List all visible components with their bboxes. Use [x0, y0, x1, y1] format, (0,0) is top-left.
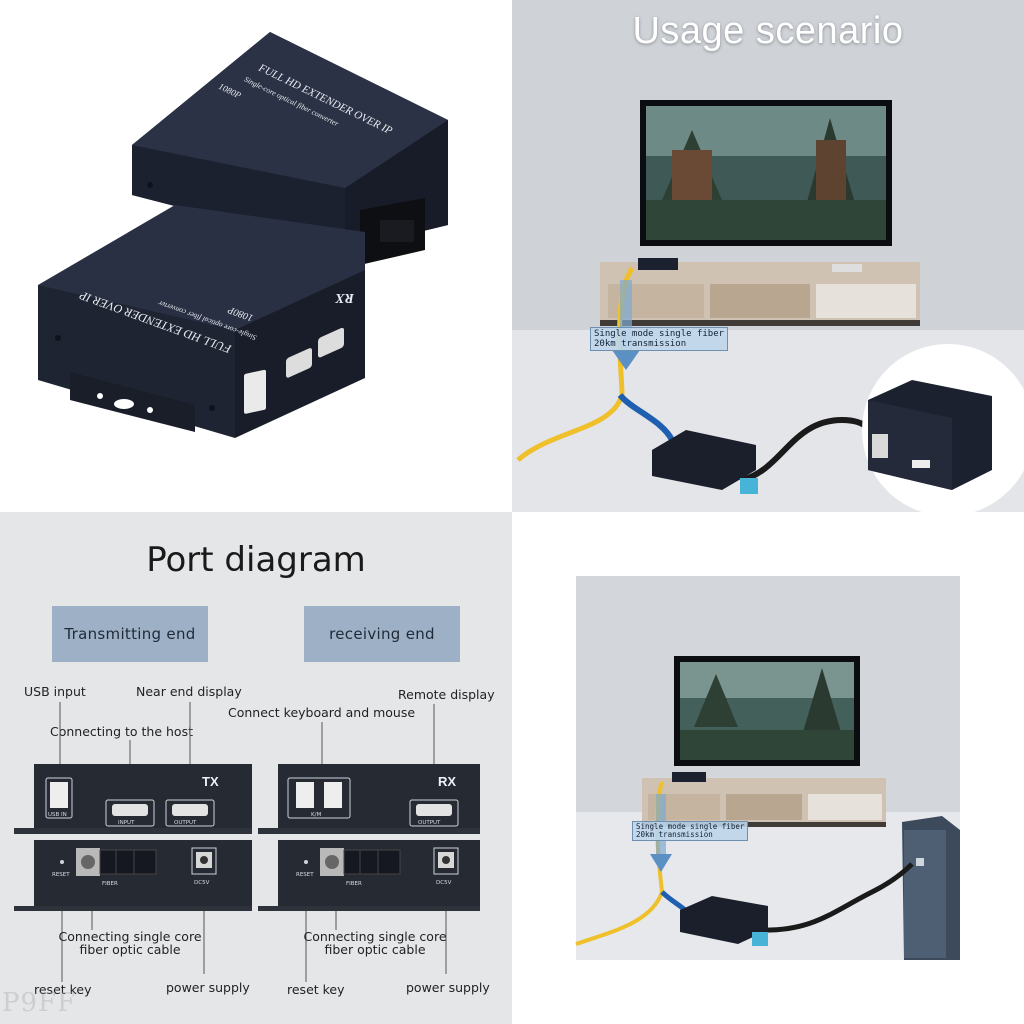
tx-reset-label: RESET	[52, 872, 70, 878]
rx-fiber-cable-line2: fiber optic cable	[324, 942, 426, 957]
rx-km-port-frame	[287, 777, 351, 819]
rx-reset-label: RESET	[296, 872, 314, 878]
rx-reset-key-label: reset key	[287, 982, 345, 997]
rx-rear-rail	[258, 906, 480, 911]
rx-fiber-cable-line1: Connecting single core	[303, 929, 447, 944]
rx-fiber-cable-label: Connecting single core fiber optic cable	[298, 930, 452, 956]
rx-km-port-label: K/M	[311, 812, 321, 818]
tx-dc-port-frame	[191, 847, 217, 875]
rx-fiber-module	[343, 849, 401, 875]
tx-front-ports: USB IN INPUT OUTPUT TX	[45, 774, 219, 827]
port-diagram-title: Port diagram	[146, 540, 366, 580]
tx-front-rail	[14, 828, 252, 834]
tx-input-port	[112, 804, 148, 816]
usage-fiber-note-line1: Single mode single fiber	[594, 329, 725, 339]
usage-title: Usage scenario	[632, 10, 904, 52]
rx-usb-port-1	[296, 782, 314, 808]
tx-input-port-frame	[105, 799, 155, 827]
tx-input-port-label: INPUT	[118, 820, 135, 826]
rx-tag: RX	[438, 774, 456, 789]
rx-usb-port-2	[324, 782, 342, 808]
tx-fiber-cable-line1: Connecting single core	[58, 929, 202, 944]
transmitting-end-label: Transmitting end	[52, 606, 208, 662]
rx-reset-button	[304, 860, 308, 864]
tx-usb-port-label: USB IN	[48, 812, 67, 818]
usage-fiber-note: Single mode single fiber 20km transmissi…	[590, 327, 729, 351]
receiving-end-label: receiving end	[304, 606, 460, 662]
tx-reset-key-label: reset key	[34, 982, 92, 997]
rx-dc-port-frame	[433, 847, 459, 875]
tx-power-supply-label: power supply	[166, 980, 250, 995]
tx-near-end-display-label: Near end display	[136, 684, 242, 699]
tx-rear-rail	[14, 906, 252, 911]
tx-reset-button	[60, 860, 64, 864]
tx-tag: TX	[202, 774, 219, 789]
tx-dc-label: DC5V	[194, 880, 210, 886]
tx-usb-port	[50, 782, 68, 808]
tx-connecting-host-label: Connecting to the host	[50, 724, 193, 739]
tx-fiber-module	[99, 849, 157, 875]
rx-front-ports: K/M OUTPUT RX	[287, 774, 459, 827]
rx-rear-ports: RESET FIBER DC5V	[296, 847, 459, 887]
port-diagram-panel: Port diagram Transmitting end receiving …	[0, 512, 512, 1024]
tx-rear-ports: RESET FIBER DC5V	[52, 847, 217, 887]
scene-fiber-note: Single mode single fiber 20km transmissi…	[632, 821, 749, 841]
front-unit-tag: RX	[335, 290, 355, 305]
rx-keyboard-mouse-label: Connect keyboard and mouse	[228, 705, 416, 720]
rx-output-port-label: OUTPUT	[418, 820, 441, 826]
tx-output-port-label: OUTPUT	[174, 820, 197, 826]
scene-fiber-note-line1: Single mode single fiber	[636, 822, 745, 831]
scene-with-computer	[575, 576, 960, 960]
rx-dc-label: DC5V	[436, 880, 452, 886]
tx-front-panel	[34, 764, 252, 828]
rx-remote-display-label: Remote display	[398, 687, 495, 702]
tx-fiber-cable-label: Connecting single core fiber optic cable	[54, 930, 206, 956]
rx-output-port	[416, 804, 452, 816]
living-room-scene	[512, 0, 1024, 512]
scene-fiber-note-line2: 20km transmission	[636, 830, 713, 839]
product-photo-panel: FULL HD EXTENDER OVER IP Single-core opt…	[0, 0, 512, 512]
rx-fiber-label: FIBER	[346, 881, 362, 887]
scene-photo-panel: Single mode single fiber 20km transmissi…	[512, 512, 1024, 1024]
extender-units-illustration: FULL HD EXTENDER OVER IP Single-core opt…	[38, 32, 448, 438]
rx-output-port-frame	[409, 799, 459, 827]
rx-power-supply-label: power supply	[406, 980, 490, 995]
tx-fiber-cable-line2: fiber optic cable	[79, 942, 181, 957]
usage-fiber-note-line2: 20km transmission	[594, 339, 687, 349]
tx-output-port-frame	[165, 799, 215, 827]
rx-front-rail	[258, 828, 480, 834]
usage-scenario-panel: Usage scenario Single mode single fiber …	[512, 0, 1024, 512]
tx-output-port	[172, 804, 208, 816]
watermark: P9FF	[2, 988, 77, 1018]
tx-usb-port-frame	[45, 777, 73, 819]
tx-fiber-label: FIBER	[102, 881, 118, 887]
tx-usb-input-label: USB input	[24, 684, 86, 699]
